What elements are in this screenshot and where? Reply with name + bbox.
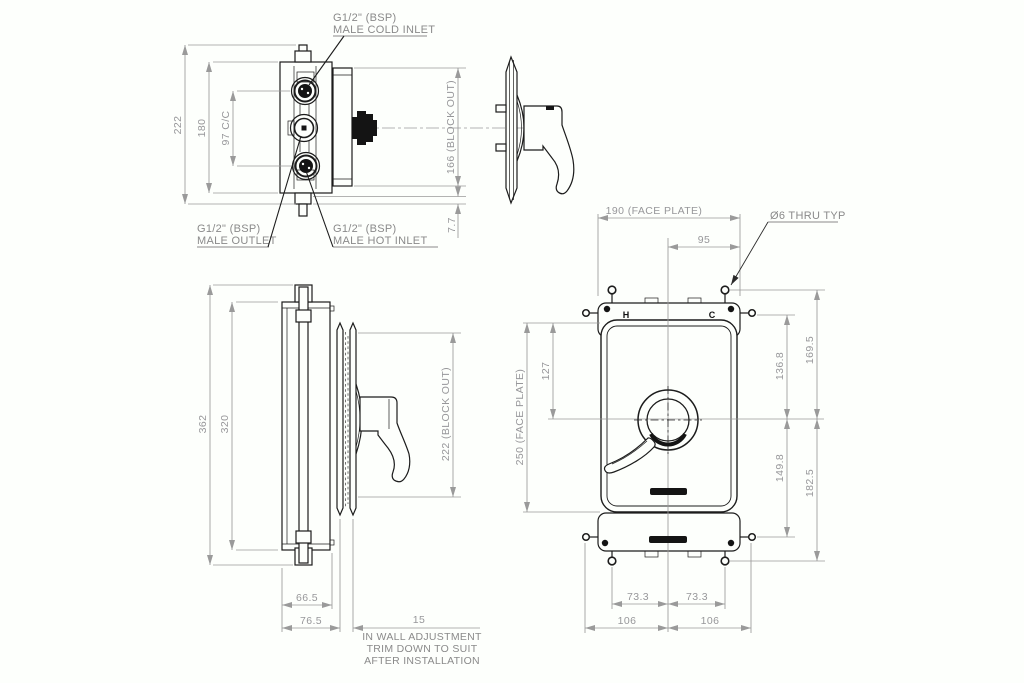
view-rough-in-side: 222 180 97 C/C 166 (BLOCK OUT) [172, 12, 545, 248]
label-cold-inlet: G1/2" (BSP) MALE COLD INLET [308, 12, 435, 86]
label-hot-inlet: G1/2" (BSP) MALE HOT INLET [305, 170, 438, 248]
dim-tab-offset-7-7: 7.7 [313, 186, 466, 238]
dim-label-222: 222 [172, 116, 184, 135]
dim-label-95: 95 [698, 234, 710, 246]
dim-screw-above-centre-169-5: 169.5 [730, 289, 825, 419]
dim-screw-below-centre-182-5: 182.5 [730, 419, 825, 562]
hot-inlet-label-line1: G1/2" (BSP) [333, 223, 396, 235]
view-front: H C 190 (FACE PLATE) 95 [514, 205, 846, 633]
note-line2: TRIM DOWN TO SUIT [367, 643, 478, 655]
dim-label-222-block-out: 222 (BLOCK OUT) [440, 367, 452, 461]
dim-overall-height-362: 362 [197, 284, 293, 566]
bottom-right-pin [747, 532, 757, 542]
outlet-port [287, 104, 319, 143]
cold-inlet-port [290, 76, 320, 106]
dim-top-to-centre-127: 127 [540, 323, 556, 419]
trim-plate-small [495, 55, 518, 205]
thru-hole-label: Ø6 THRU TYP [770, 210, 846, 222]
dim-label-73-3-left: 73.3 [627, 591, 649, 603]
dim-label-250-face-plate: 250 (FACE PLATE) [514, 369, 526, 466]
dim-label-182-5: 182.5 [804, 469, 816, 497]
dim-plate-height-320: 320 [219, 301, 278, 551]
bottom-bracket [581, 512, 757, 566]
dim-port-centres-97: 97 C/C [220, 90, 291, 167]
dim-body-height-180: 180 [196, 61, 278, 194]
handle-side-small [516, 94, 575, 195]
cold-inlet-leader [308, 35, 345, 86]
trim-plate-section [336, 321, 357, 517]
dim-half-width-95: 95 [668, 234, 740, 250]
dim-label-15: 15 [413, 614, 425, 626]
outlet-leader [267, 135, 302, 248]
dim-plate-height-250: 250 (FACE PLATE) [514, 322, 600, 513]
dim-label-73-3-right: 73.3 [686, 591, 708, 603]
top-left-screw [607, 285, 617, 295]
dim-depths: 66.5 76.5 15 [281, 519, 480, 632]
dim-label-166-block-out: 166 (BLOCK OUT) [445, 80, 457, 174]
cold-inlet-label-line2: MALE COLD INLET [333, 24, 435, 36]
dim-label-180: 180 [196, 119, 208, 138]
dim-label-66-5: 66.5 [296, 592, 318, 604]
outlet-label-line1: G1/2" (BSP) [197, 223, 260, 235]
outlet-label-line2: MALE OUTLET [197, 235, 277, 247]
dim-label-127: 127 [540, 362, 552, 381]
hot-inlet-label-line2: MALE HOT INLET [333, 235, 427, 247]
dim-label-7-7: 7.7 [446, 217, 458, 233]
dim-pin-spacing: 106 106 [584, 543, 752, 633]
in-wall-body [281, 284, 335, 566]
dim-label-106-right: 106 [701, 615, 720, 627]
note-line1: IN WALL ADJUSTMENT [362, 631, 482, 643]
dim-label-169-5: 169.5 [804, 336, 816, 364]
hot-inlet-leader [305, 170, 334, 248]
dim-label-76-5: 76.5 [300, 615, 322, 627]
top-left-pin [581, 308, 591, 318]
face-plate [600, 319, 738, 513]
brand-logo-plate [650, 488, 687, 495]
bottom-left-screw [607, 556, 617, 566]
dim-label-362: 362 [197, 415, 209, 434]
hot-marker: H [623, 310, 630, 320]
dim-plate-width-190: 190 (FACE PLATE) [597, 205, 741, 296]
dim-label-136-8: 136.8 [774, 352, 786, 380]
brand-logo-bracket [649, 536, 687, 543]
dim-label-149-8: 149.8 [774, 454, 786, 482]
dim-label-320: 320 [219, 415, 231, 434]
dim-label-190-face-plate: 190 (FACE PLATE) [606, 205, 703, 217]
handle-front [603, 386, 702, 474]
dim-block-out-166: 166 (BLOCK OUT) [354, 67, 466, 187]
dim-pin-above-centre-136-8: 136.8 [757, 314, 795, 419]
dim-label-106-left: 106 [618, 615, 637, 627]
label-outlet: G1/2" (BSP) MALE OUTLET [197, 135, 302, 248]
dim-pin-below-centre-149-8: 149.8 [757, 419, 795, 538]
callout-thru-hole: Ø6 THRU TYP [730, 210, 846, 286]
cold-marker: C [709, 310, 716, 320]
note-line3: AFTER INSTALLATION [364, 655, 480, 667]
dim-overall-height-222: 222 [172, 44, 296, 205]
installation-note: IN WALL ADJUSTMENT TRIM DOWN TO SUIT AFT… [362, 631, 482, 667]
dim-screw-spacing: 73.3 73.3 [611, 567, 726, 609]
bottom-left-pin [581, 532, 591, 542]
view-trim-side-small [495, 55, 575, 205]
bottom-right-screw [720, 556, 730, 566]
cold-inlet-label-line1: G1/2" (BSP) [333, 12, 396, 24]
dim-block-out-222: 222 (BLOCK OUT) [358, 332, 461, 498]
top-right-screw [720, 285, 730, 295]
top-right-pin [747, 308, 757, 318]
thru-hole-leader [730, 221, 769, 286]
dim-label-97cc: 97 C/C [220, 110, 232, 145]
view-trim-side-large: 362 320 222 (BLOCK OUT) 66.5 76.5 [197, 284, 482, 667]
handle-side-large [355, 383, 411, 483]
